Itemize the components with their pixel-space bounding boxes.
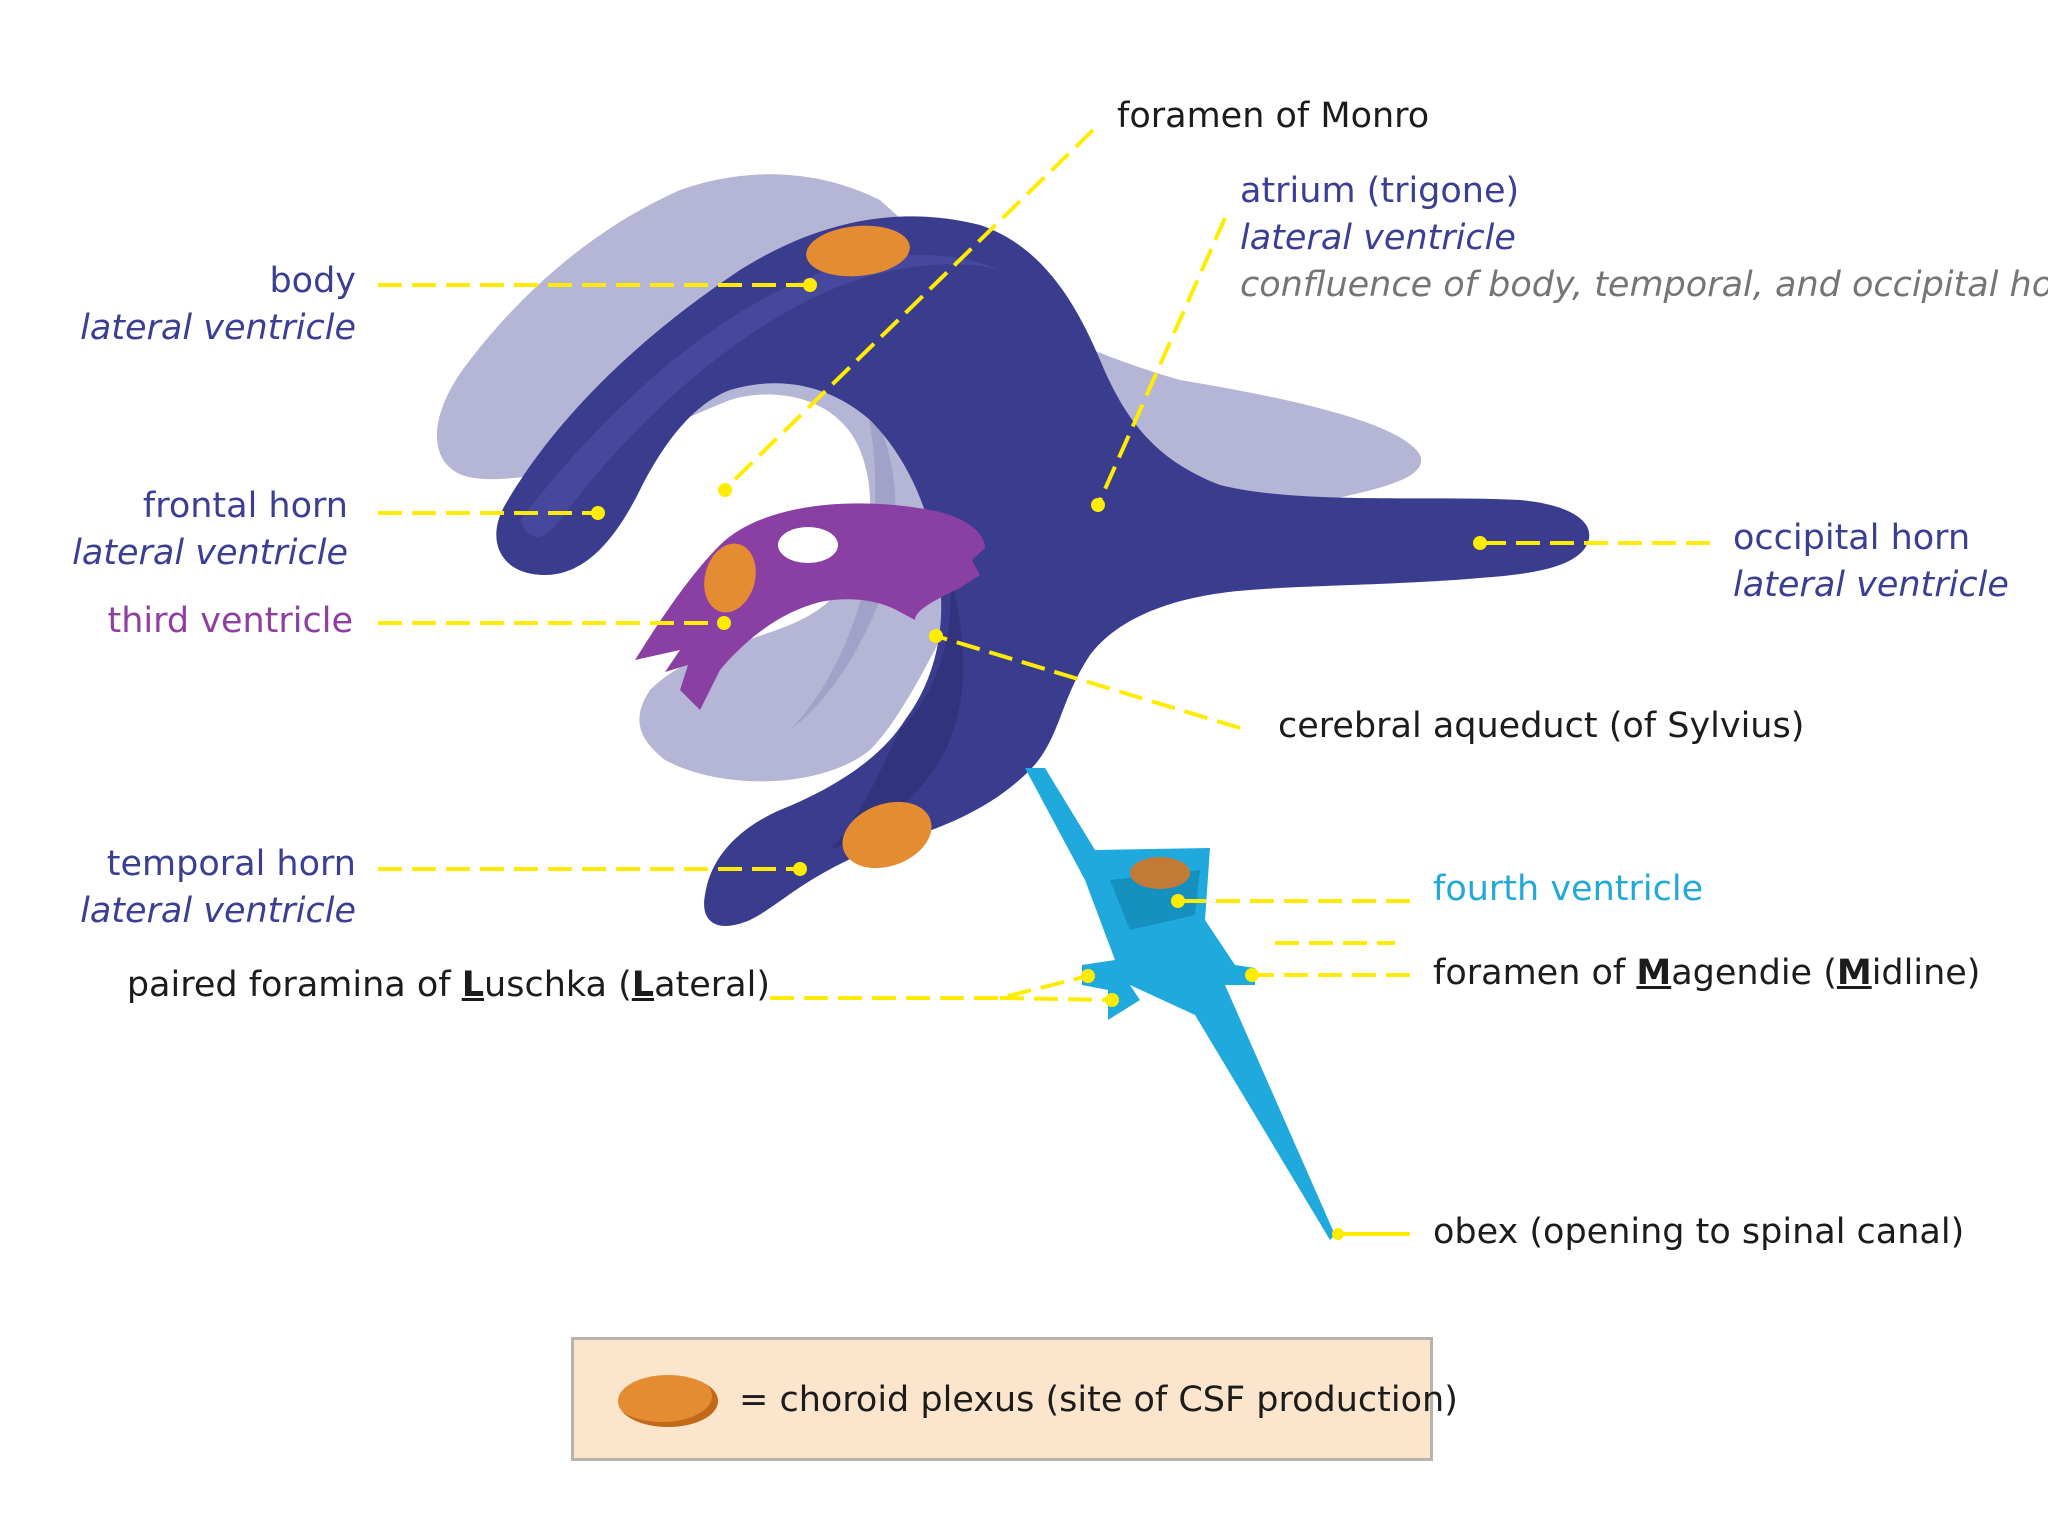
label-cerebral-aqueduct: cerebral aqueduct (of Sylvius) [1278,703,1804,750]
endpoint-luschka-a [1081,969,1095,983]
leader-endpoints [591,278,1487,1240]
endpoint-fourth [1171,894,1185,908]
label-occipital-horn: occipital horn lateral ventricle [1733,515,2009,609]
legend: = choroid plexus (site of CSF production… [571,1337,1458,1461]
leader-lines [378,128,1710,1236]
atrium-note: confluence of body, temporal, and occipi… [1240,265,2048,305]
label-obex: obex (opening to spinal canal) [1433,1209,1964,1256]
near-ventricle-shade [830,575,964,850]
leader-atrium [1096,217,1227,506]
endpoint-occipital [1473,536,1487,550]
frontal-horn-name: frontal horn [142,486,348,526]
label-third-ventricle: third ventricle [107,598,353,645]
leader-luschka [770,974,1089,1000]
endpoint-magendie [1245,968,1259,982]
leader-luschka-2 [999,996,1113,1002]
occipital-horn-sub: lateral ventricle [1733,565,2009,605]
temporal-horn-name: temporal horn [106,844,356,884]
atrium-name: atrium (trigone) [1240,171,1520,211]
temporal-horn-sub: lateral ventricle [80,891,356,931]
label-fourth-ventricle: fourth ventricle [1433,866,1703,913]
endpoint-frontal [591,506,605,520]
near-ventricle-highlight [520,254,1000,537]
endpoint-foramen-monro [718,483,732,497]
legend-text: = choroid plexus (site of CSF production… [739,1380,1458,1420]
atrium-sub: lateral ventricle [1240,218,1516,258]
label-frontal-horn: frontal horn lateral ventricle [72,483,348,577]
near-ventricle-c-shape [496,216,1590,926]
label-foramen-monro: foramen of Monro [1117,96,1430,136]
label-body: body lateral ventricle [80,258,356,352]
leader-aqueduct [935,634,1241,730]
endpoint-obex [1332,1228,1344,1240]
leader-foramen-monro [720,128,1095,494]
choroid-plexus-third [704,543,756,613]
endpoint-temporal [793,862,807,876]
frontal-horn-sub: lateral ventricle [72,533,348,573]
occipital-horn-name: occipital horn [1733,518,1971,558]
body-name: body [269,261,356,301]
body-sub: lateral ventricle [80,308,356,348]
aqueduct-and-canal [1025,768,1335,1240]
label-atrium: atrium (trigone) lateral ventricle confl… [1240,168,2048,309]
label-temporal-horn: temporal horn lateral ventricle [80,841,356,935]
choroid-plexus-body [806,225,910,277]
fourth-ventricle-shape [1025,768,1335,1240]
choroid-plexus-swatch [618,1375,718,1427]
obex-name: obex (opening to spinal canal) [1433,1212,1965,1252]
endpoint-body [803,278,817,292]
endpoint-aqueduct [929,629,943,643]
endpoint-atrium [1091,498,1105,512]
endpoint-third [717,616,731,630]
label-foramen-magendie: foramen of Magendie (Midline) [1433,953,1981,993]
choroid-plexus-temporal [842,801,932,869]
label-foramina-luschka: paired foramina of Luschka (Lateral) [126,965,770,1005]
endpoint-luschka-b [1105,993,1119,1007]
third-ventricle-name: third ventricle [107,601,353,641]
choroid-plexus-group [704,225,1190,889]
near-lateral-ventricle [496,216,1590,926]
cerebral-aqueduct-name: cerebral aqueduct (of Sylvius) [1278,706,1805,746]
choroid-plexus-fourth [1130,857,1190,889]
fourth-ventricle-name: fourth ventricle [1433,869,1704,909]
interthalamic-adhesion-hole [778,527,838,563]
